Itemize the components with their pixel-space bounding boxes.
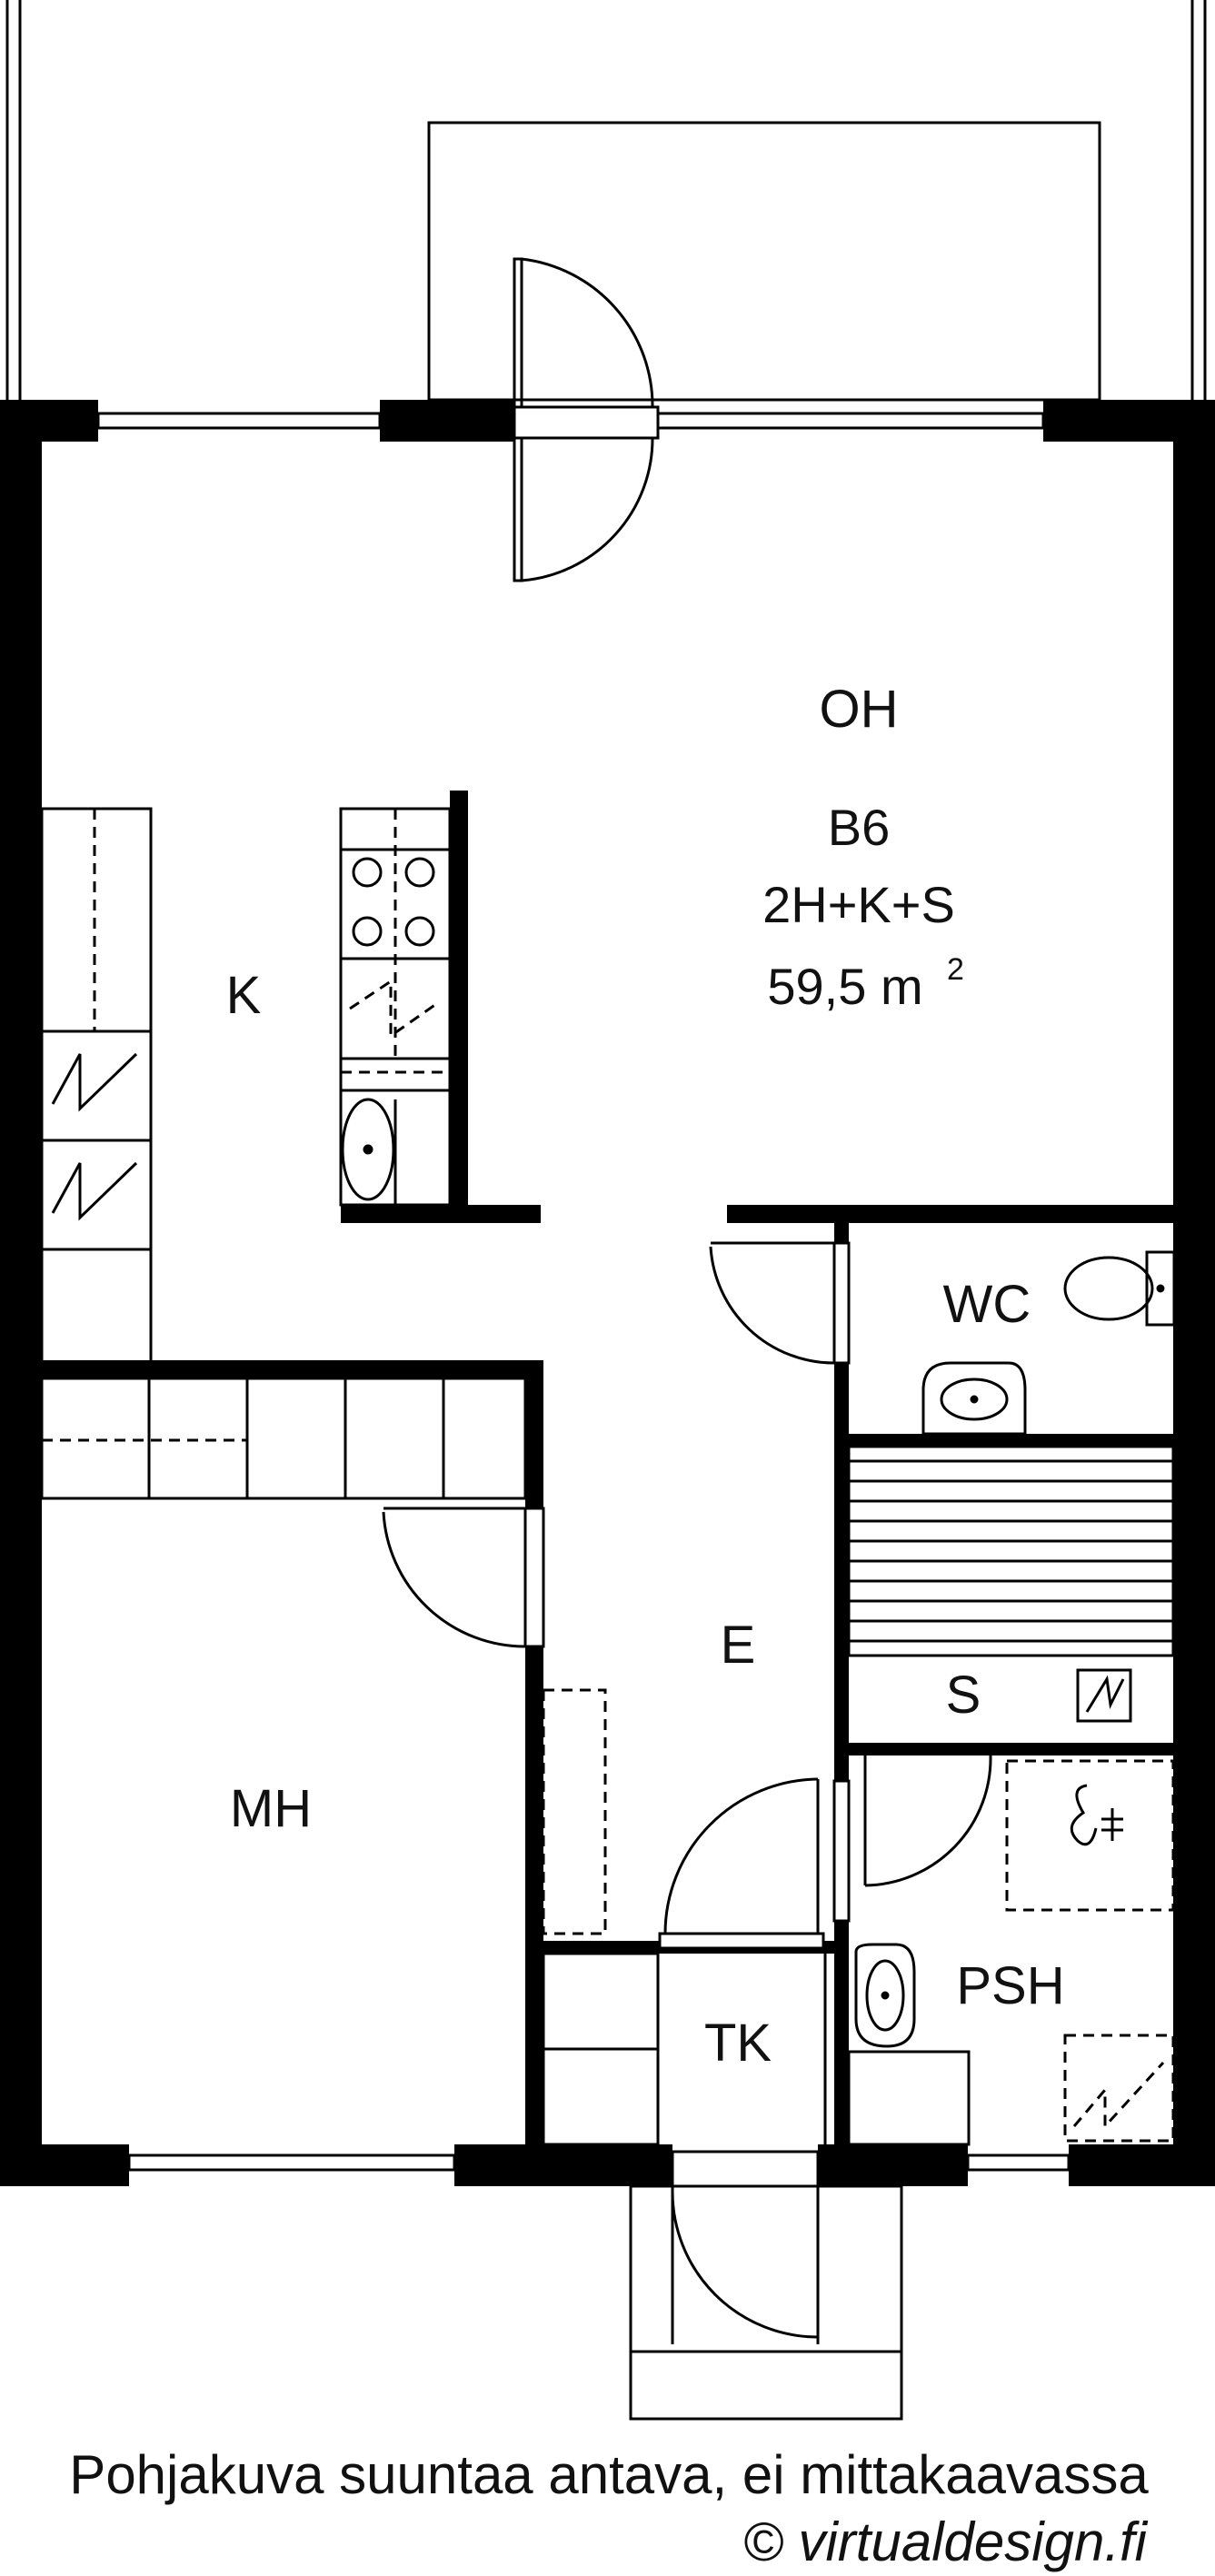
kitchen-fixtures bbox=[40, 807, 153, 1365]
exterior-walls bbox=[0, 400, 1215, 2186]
room-label-bedroom: MH bbox=[230, 1779, 312, 1838]
washbasin-icon bbox=[921, 1361, 1027, 1436]
copyright-text: © virtualdesign.fi bbox=[743, 2511, 1149, 2572]
sauna-stove-icon bbox=[1076, 1668, 1132, 1723]
toilet-icon bbox=[1063, 1250, 1176, 1327]
door-swing-icon bbox=[709, 1241, 851, 1365]
room-label-kitchen: K bbox=[226, 966, 262, 1025]
storage-shelves bbox=[542, 1952, 827, 2146]
door-swing-icon bbox=[513, 257, 660, 582]
apartment-code: B6 bbox=[828, 799, 891, 856]
apartment-layout-type: 2H+K+S bbox=[762, 876, 955, 933]
room-label-washroom: PSH bbox=[956, 1956, 1064, 2015]
stove-icon bbox=[352, 857, 435, 947]
room-label-living: OH bbox=[820, 680, 899, 739]
door-swing-icon bbox=[671, 2150, 820, 2344]
bedroom-wardrobes bbox=[40, 1377, 527, 1500]
sauna-benches bbox=[847, 1445, 1175, 1657]
room-label-sauna: S bbox=[946, 1666, 981, 1725]
room-label-toilet: WC bbox=[943, 1275, 1031, 1334]
dishwasher-icon bbox=[51, 1052, 138, 1221]
washbasin-icon bbox=[854, 1943, 916, 2048]
door-swing-icon bbox=[382, 1507, 545, 1648]
apartment-area: 59,5 m bbox=[767, 958, 922, 1015]
room-label-entrance: E bbox=[721, 1616, 756, 1675]
washroom-counter bbox=[847, 2050, 971, 2146]
balcony bbox=[5, 0, 1207, 402]
hall-wardrobe bbox=[542, 1688, 607, 1935]
area-unit-exponent: 2 bbox=[947, 952, 964, 987]
shower-icon bbox=[1005, 1759, 1175, 1912]
entrance-porch bbox=[629, 2184, 903, 2421]
door-swing-icon bbox=[832, 1750, 992, 1923]
window-icon bbox=[96, 412, 1071, 2172]
heater-icon bbox=[1063, 2034, 1175, 2143]
sink-icon bbox=[341, 979, 437, 1205]
disclaimer-text: Pohjakuva suuntaa antava, ei mittakaavas… bbox=[69, 2444, 1149, 2505]
room-label-storage: TK bbox=[704, 2014, 772, 2073]
interior-walls bbox=[42, 791, 1173, 2153]
door-swing-icon bbox=[658, 1777, 825, 1950]
